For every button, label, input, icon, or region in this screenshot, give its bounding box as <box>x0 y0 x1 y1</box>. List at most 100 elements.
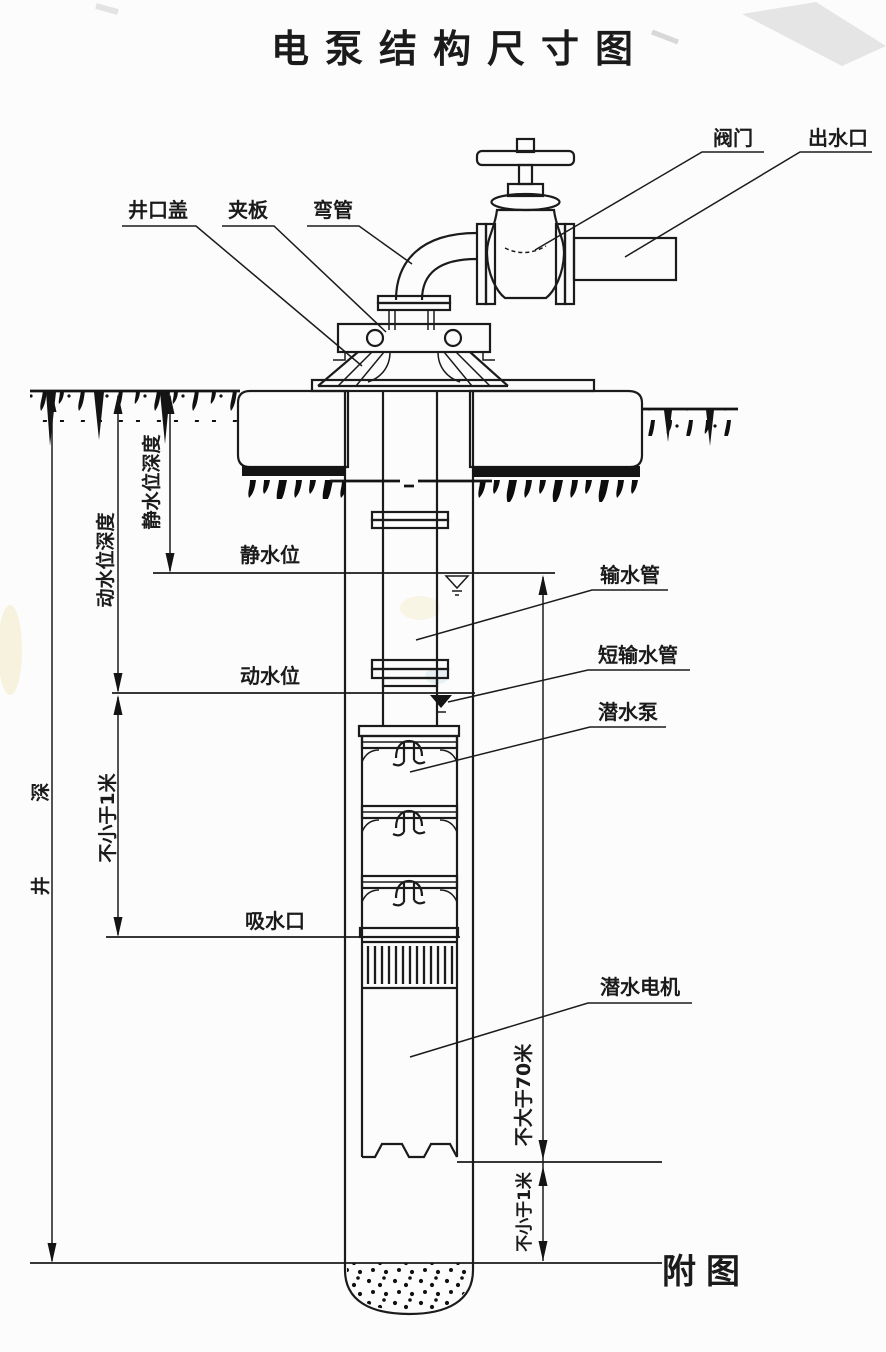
water-level-symbol-dynamic <box>430 695 452 713</box>
label-submersible-pump: 潜水泵 <box>409 700 666 773</box>
valve-leader-line <box>534 151 764 251</box>
short-delivery-pipe-label: 短输水管 <box>598 643 678 667</box>
delivery-pipe-leader-line <box>415 589 668 641</box>
soil-drips-right <box>472 476 640 502</box>
label-valve: 阀门 <box>534 126 764 251</box>
min-1m-upper-label: 不小于1米 <box>96 772 119 862</box>
ground-spike <box>706 410 714 446</box>
label-elbow: 弯管 <box>307 198 413 265</box>
label-outlet: 出水口 <box>624 126 872 258</box>
stain <box>400 596 440 620</box>
clamp-hole <box>365 328 385 348</box>
concrete-block-right <box>468 389 644 469</box>
soil-band-left <box>242 466 346 476</box>
dim-max-70m: 不大于70米 <box>512 575 548 1261</box>
ground-hatch-right <box>642 410 738 436</box>
label-submersible-motor: 潜水电机 <box>409 975 692 1058</box>
pump-stage-2 <box>360 804 459 837</box>
dim-dynamic-level-depth: 动水位深度 <box>94 394 123 693</box>
suction-inlet-label: 吸水口 <box>245 909 305 933</box>
clamp-hole <box>443 328 463 348</box>
dim-static-level-depth: 静水位深度 <box>140 394 175 573</box>
valve-body-curve <box>504 245 547 254</box>
submersible-motor-body <box>360 990 459 1159</box>
pump-bottom-plate <box>358 926 460 939</box>
clamp-plate-leader-line <box>222 225 387 333</box>
dim-min-1m-lower: 不小于1米 <box>514 1166 548 1261</box>
suction-strainer <box>360 937 459 990</box>
valve-flange-left <box>475 222 488 306</box>
wellhead <box>310 294 596 393</box>
label-short-delivery-pipe: 短输水管 <box>447 643 690 703</box>
pump-body-walls <box>360 736 459 937</box>
valve-label: 阀门 <box>713 126 753 150</box>
base-plate <box>310 378 596 393</box>
outlet-pipe <box>572 236 678 282</box>
elbow-label: 弯管 <box>313 198 353 222</box>
page-title: 电泵结构尺寸图 <box>271 27 649 71</box>
pump-stage-3 <box>360 874 459 907</box>
soil-band-right <box>472 466 640 477</box>
short-delivery-pipe-leader-line <box>447 669 690 703</box>
motor-bottom-break <box>362 1142 458 1159</box>
dynamic-level-depth-label: 动水位深度 <box>94 512 117 608</box>
valve-flange-right <box>563 222 576 306</box>
static-level-depth-label: 静水位深度 <box>140 434 163 530</box>
clamp-plate-label: 夹板 <box>228 198 269 222</box>
riser-pipe <box>381 391 439 726</box>
static-water-level-label: 静水位 <box>240 543 300 567</box>
valve-flange-left <box>484 222 497 306</box>
label-clamp-plate: 夹板 <box>222 198 387 333</box>
min-1m-lower-label: 不小于1米 <box>514 1171 535 1252</box>
sediment <box>347 1263 471 1311</box>
ground-spike <box>160 392 170 444</box>
well-cover-leader-line <box>122 225 363 367</box>
dim-min-1m-upper: 不小于1米 <box>96 695 123 937</box>
ground-spike <box>94 392 104 440</box>
submersible-pump-leader-line <box>409 726 666 773</box>
figure-caption: 附图 <box>662 1252 750 1292</box>
impeller-symbol <box>392 739 426 767</box>
riser-flange-lower <box>370 658 450 688</box>
concrete-block-left <box>236 389 350 469</box>
submersible-motor-leader-line <box>409 1002 692 1058</box>
valve-stem <box>517 163 534 186</box>
packing-nut <box>506 182 545 198</box>
submersible-motor-label: 潜水电机 <box>600 975 680 999</box>
pump-top-plate <box>357 724 461 738</box>
max-70m-label: 不大于70米 <box>512 1043 535 1146</box>
scan-artifact <box>651 29 679 45</box>
wellhead-flange <box>376 301 452 312</box>
impeller-symbol <box>392 809 426 837</box>
scan-artifact <box>742 2 886 66</box>
dim-well-depth: 井 深 <box>29 392 57 1263</box>
delivery-pipe-label: 输水管 <box>600 563 660 587</box>
stain <box>0 605 22 695</box>
pump-stage-1 <box>360 734 459 767</box>
soil-drips-left <box>242 475 346 499</box>
ground-hatch-left <box>30 392 238 422</box>
clamp-end-hooks <box>333 352 495 361</box>
elbow-pipe-inner <box>420 257 478 301</box>
submersible-pump-label: 潜水泵 <box>598 700 658 724</box>
impeller-symbol <box>392 879 426 907</box>
outlet-label: 出水口 <box>808 126 868 150</box>
well-depth-label: 井 深 <box>29 749 52 896</box>
outlet-leader-line <box>624 151 872 258</box>
cone-skirt <box>367 351 461 383</box>
well-cover-label: 井口盖 <box>128 198 188 222</box>
well-casing <box>343 391 475 1316</box>
scan-artifact <box>95 3 119 15</box>
label-well-cover: 井口盖 <box>122 198 363 367</box>
handwheel-hub <box>515 137 536 154</box>
riser-flange-upper <box>370 510 450 530</box>
ground-spike <box>664 410 672 442</box>
flange-bolts <box>388 310 435 330</box>
submersible-pump <box>357 724 461 939</box>
cone-legs <box>337 351 491 387</box>
water-level-symbol-static <box>444 575 470 596</box>
clamp-plate <box>336 322 492 354</box>
handwheel <box>475 149 576 167</box>
